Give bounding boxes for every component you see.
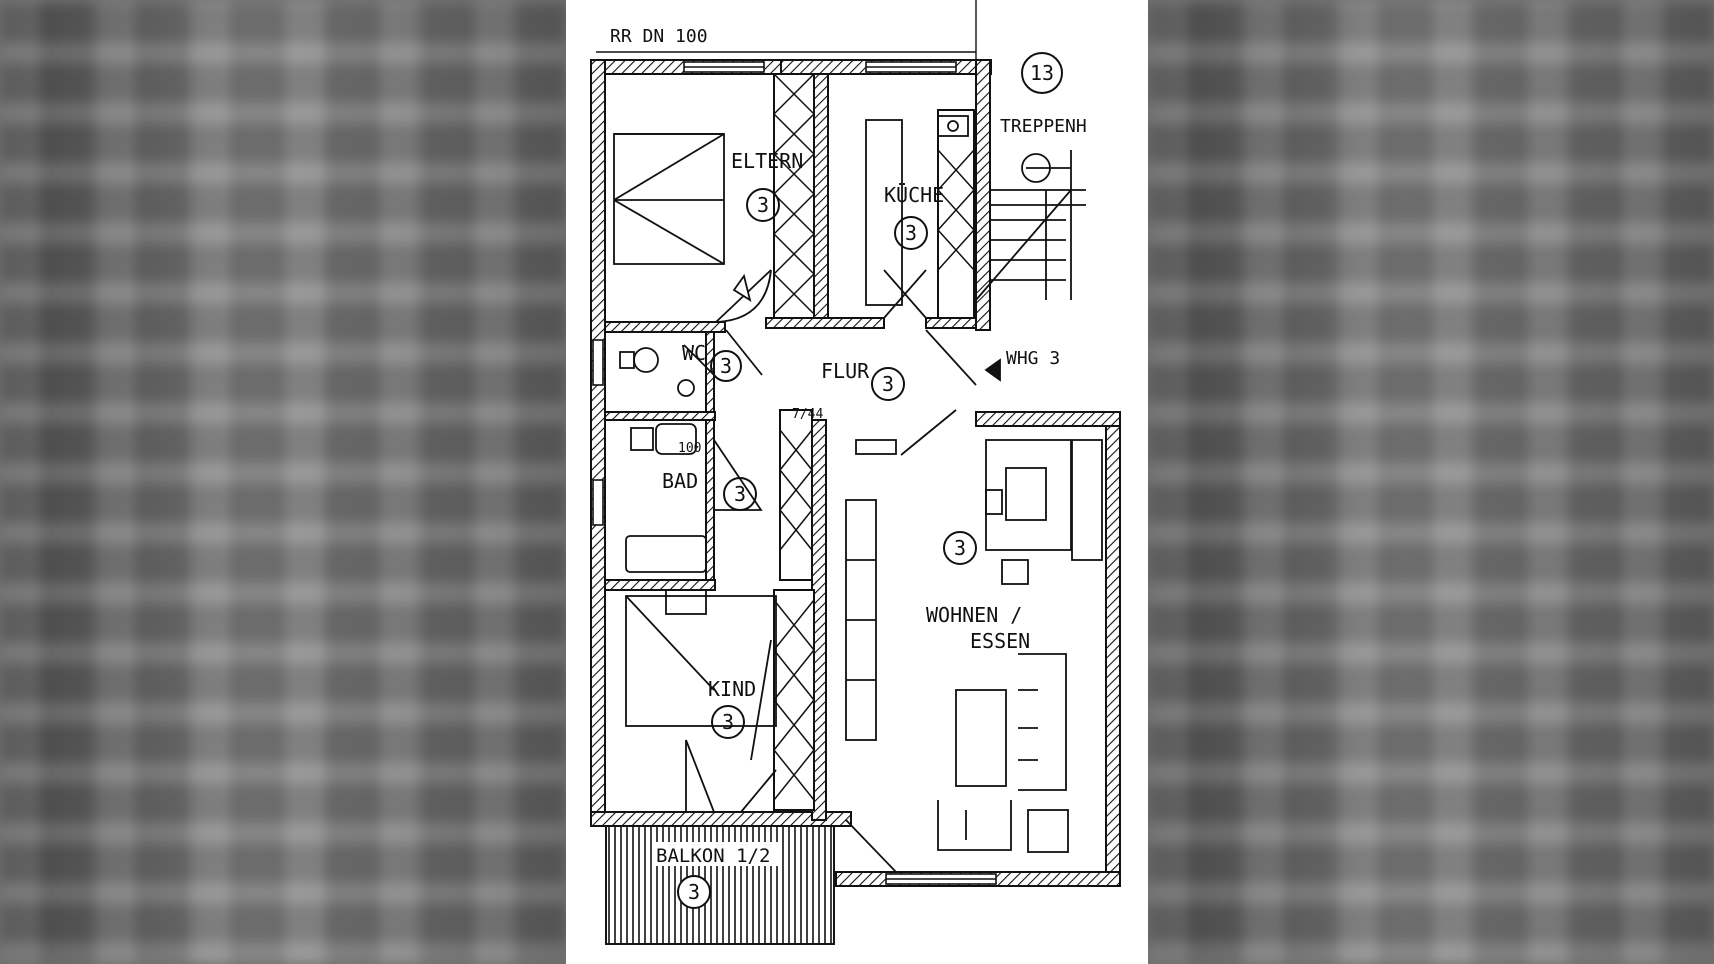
room-number-kind: 3: [722, 710, 734, 734]
room-number-bad: 3: [734, 482, 746, 506]
room-number-wc: 3: [720, 354, 732, 378]
room-label-flur: FLUR: [821, 359, 870, 383]
interior-walls: [604, 73, 977, 821]
room-number-wohnen: 3: [954, 536, 966, 560]
furniture: [605, 115, 1103, 945]
room-label-wohnen-line2: ESSEN: [970, 629, 1030, 653]
room-number-eltern: 3: [757, 193, 769, 217]
bad-dimension: 100: [678, 441, 701, 456]
room-number-kueche: 3: [905, 221, 917, 245]
header-note: RR DN 100: [610, 26, 708, 47]
room-label-kueche: KÜCHE: [884, 183, 944, 207]
floor-plan: RR DN 100 13 ELTERN 3 KÜCHE 3 TREPPENH W…: [566, 0, 1148, 964]
unit-badge: 13: [1030, 61, 1054, 85]
room-label-eltern: ELTERN: [731, 149, 803, 173]
unit-badge-circle: [1021, 52, 1063, 94]
floor-plan-drawing: RR DN 100 13 ELTERN 3 KÜCHE 3 TREPPENH W…: [590, 0, 1121, 945]
room-label-whg: WHG 3: [1006, 348, 1060, 369]
dimension-line: [596, 0, 977, 60]
room-label-balkon: BALKON 1/2: [656, 845, 770, 867]
room-label-treppenhaus: TREPPENH: [1000, 116, 1087, 137]
blurred-background-right: [1148, 0, 1714, 964]
outer-walls: [590, 59, 1121, 887]
room-number-balkon: 3: [688, 880, 700, 904]
windows: [592, 61, 997, 885]
labels: RR DN 100 13 ELTERN 3 KÜCHE 3 TREPPENH W…: [610, 26, 1087, 909]
flur-dimension: 7/44: [792, 407, 823, 422]
room-label-wohnen-line1: WOHNEN /: [926, 603, 1022, 627]
blurred-background-left: [0, 0, 566, 964]
room-number-flur: 3: [882, 372, 894, 396]
room-label-bad: BAD: [662, 469, 698, 493]
room-label-kind: KIND: [708, 677, 756, 701]
room-label-wc: WC: [682, 341, 706, 365]
